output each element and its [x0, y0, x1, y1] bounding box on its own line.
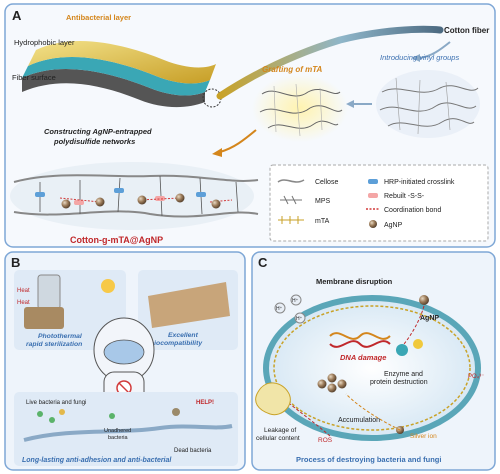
panel-b-letter: B	[11, 255, 20, 270]
photothermal-label: Photothermal rapid sterilization	[26, 333, 84, 348]
ag-cluster	[337, 379, 347, 389]
ag-cluster	[327, 383, 337, 393]
panel-a-letter: A	[12, 8, 22, 23]
antibacterial-layer-shape	[28, 41, 216, 84]
introducing-vinyl-label: Introducing vinyl groups	[380, 53, 459, 62]
agnp-path	[403, 305, 425, 345]
process-label: Process of destroying bacteria and fungi	[296, 455, 441, 464]
legend-mta: mTA	[315, 218, 330, 225]
legend-hrp: HRP-initiated crosslink	[384, 179, 455, 186]
polydisulfide-network	[10, 162, 259, 230]
accumulation-label: Accumulation	[338, 417, 380, 424]
legend-mta-swatch	[278, 216, 304, 224]
dna-strand	[329, 332, 391, 340]
h-ion-label-3: H⁺	[292, 298, 299, 304]
hydrophobic-layer-shape	[22, 57, 210, 96]
ag-cluster	[317, 379, 327, 389]
arrow-head	[412, 54, 420, 62]
fiber-surface-label: Fiber surface	[12, 73, 56, 82]
panel-b: B Heat Heat Photothermal rapid steriliza…	[4, 251, 246, 471]
legend-rebuilt-swatch	[368, 193, 378, 198]
legend-hrp-swatch	[368, 179, 378, 184]
long-lasting-label: Long-lasting anti-adhesion and anti-bact…	[22, 457, 172, 464]
unadhered-label: Unadhered bacteria	[104, 428, 133, 441]
panel-c-letter: C	[258, 255, 268, 270]
h-ion	[274, 302, 286, 314]
legend-cellose: Cellose	[315, 179, 338, 186]
legend-cellose-swatch	[277, 179, 305, 183]
silver-ion-label: Silver ion	[410, 433, 437, 440]
leakage-blob	[255, 382, 291, 416]
dna-strand-2	[329, 340, 391, 348]
cotton-fiber-label: Cotton fiber	[444, 26, 489, 35]
legend-agnp-swatch	[369, 220, 377, 228]
legend-agnp: AgNP	[384, 222, 403, 229]
vinyl-network	[376, 70, 480, 138]
legend-mps-swatch	[280, 195, 302, 205]
panel-a: A Antibacterial layer Hydrophobic layer …	[4, 3, 496, 248]
fiber-surface-layer	[22, 69, 205, 108]
legend-rebuilt: Rebuilt -S-S-	[384, 193, 425, 200]
help-label: HELP!	[196, 400, 214, 406]
panel-c: C Membrane disruption AgNP H⁺ H⁺ H⁺ DNA …	[251, 251, 496, 471]
dead-bacteria-label: Dead bacteria	[174, 448, 212, 454]
h-ion-label-1: H⁺	[276, 306, 283, 312]
ros-label: ROS	[318, 437, 333, 444]
po4-label: PO₄³⁻	[468, 374, 484, 380]
h-ion-label-2: H⁺	[296, 316, 303, 322]
h-ion	[290, 294, 302, 306]
legend-mps: MPS	[315, 198, 331, 205]
cotton-fiber-bar	[216, 25, 444, 100]
ion-path	[345, 393, 401, 431]
fabric-line	[23, 424, 233, 442]
bacteria-dot	[37, 411, 43, 417]
hydrophobic-label: Hydrophobic layer	[14, 38, 75, 47]
bacterium-cell	[263, 295, 481, 441]
agnp-particle	[419, 295, 429, 305]
live-bacteria-label: Live bacteria and fungi	[26, 400, 86, 406]
arrow-to-vinyl	[419, 41, 451, 59]
enzyme-label: Enzyme and protein destruction	[370, 371, 428, 386]
heat-label-2: Heat	[17, 300, 30, 306]
phone-icon	[37, 274, 61, 310]
arrow-head-2	[346, 100, 354, 108]
dead-bacteria-dot	[172, 408, 180, 416]
ros-path	[289, 403, 331, 437]
enzyme-shape-2	[413, 339, 423, 349]
excellent-label: Excellent biocompatibility	[150, 332, 203, 347]
product-label: Cotton-g-mTA@AgNP	[70, 235, 163, 245]
ag-cluster	[327, 373, 337, 383]
cell-membrane-inner	[273, 305, 471, 431]
h-ion	[294, 312, 306, 324]
bacteria-dot	[109, 413, 115, 419]
grafting-mta-label: Grafting of mTA	[262, 65, 323, 74]
layered-fabric	[22, 41, 216, 108]
agnp-label: AgNP	[420, 315, 439, 322]
arrow-mta-to-construct	[219, 129, 257, 153]
membrane-disruption-label: Membrane disruption	[316, 277, 393, 286]
bacteria-dot	[49, 417, 55, 423]
heat-label-1: Heat	[17, 288, 30, 294]
fabric-swatch	[148, 282, 230, 328]
constructing-label: Constructing AgNP-entrapped polydisulfid…	[44, 127, 154, 146]
enzyme-shape	[396, 344, 408, 356]
sun-icon	[101, 279, 115, 293]
leakage-label: Leakage of cellular content	[256, 427, 300, 442]
mta-network	[252, 74, 348, 142]
antibacterial-label: Antibacterial layer	[66, 13, 131, 22]
legend-coordination: Coordination bond	[384, 207, 441, 214]
bacteria-dot	[59, 409, 65, 415]
dna-damage-label: DNA damage	[340, 353, 386, 362]
fabric-swatch-hot	[24, 307, 64, 329]
arrow-head-3	[212, 148, 222, 157]
legend: Cellose MPS mTA HRP-initiated crosslink …	[269, 164, 489, 242]
